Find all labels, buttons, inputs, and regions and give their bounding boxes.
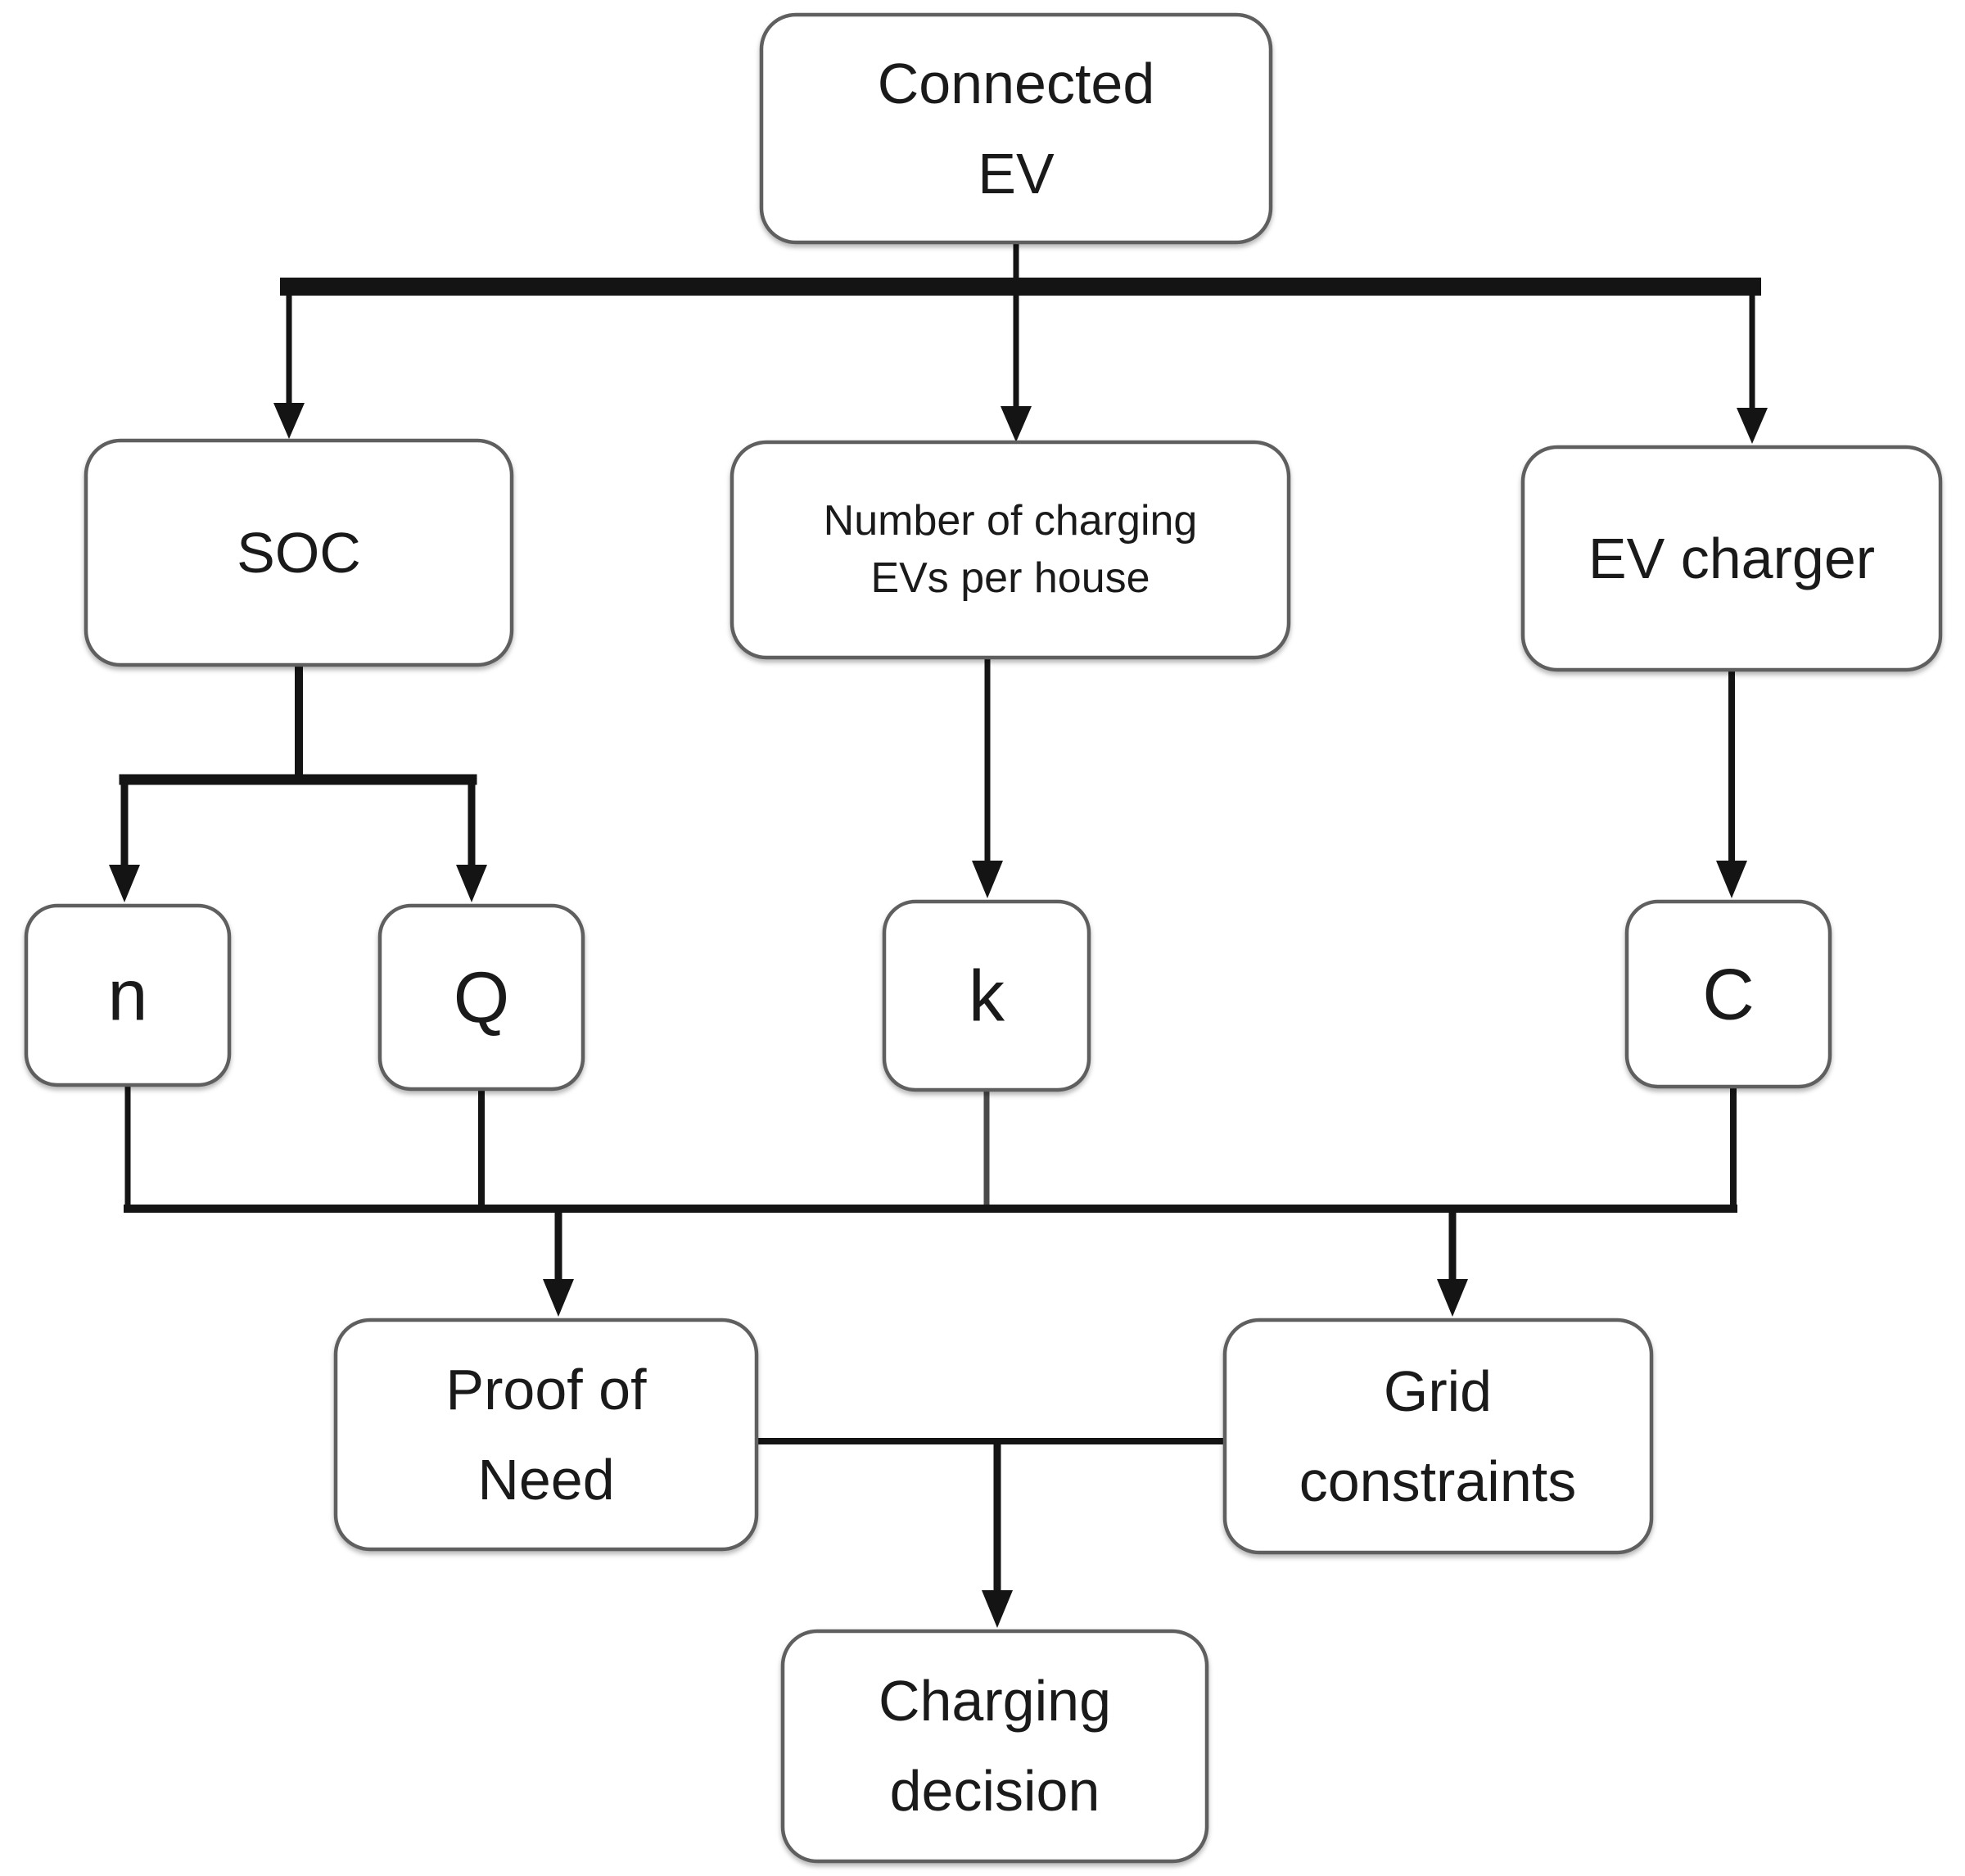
node-num-charging-evs-label-line1: Number of charging (824, 497, 1198, 545)
node-grid-constraints-label-line2: constraints (1299, 1449, 1576, 1513)
node-soc-label: SOC (237, 521, 361, 585)
node-ev-charger: EV charger (1520, 445, 1943, 672)
node-proof-of-need: Proof of Need (333, 1318, 759, 1552)
node-q-box (377, 903, 585, 1092)
node-num-charging-evs: Number of charging EVs per house (730, 440, 1291, 660)
arrowhead-into-c (1716, 861, 1747, 898)
arrowhead-into-decision (982, 1590, 1013, 1628)
node-connected-ev: Connected EV (759, 12, 1273, 245)
node-ev-charger-label: EV charger (1588, 527, 1875, 590)
node-connected-ev-label-line1: Connected (878, 52, 1155, 115)
node-connected-ev-box (759, 12, 1273, 245)
node-q: Q (377, 903, 585, 1092)
node-grid-constraints-box (1222, 1318, 1654, 1555)
node-charging-decision-label-line2: decision (890, 1759, 1100, 1823)
node-grid-constraints: Grid constraints (1222, 1318, 1654, 1555)
arrowhead-into-numevs (1001, 406, 1032, 442)
node-n-box (24, 903, 232, 1087)
node-n-label: n (108, 955, 148, 1036)
arrowhead-into-soc (273, 403, 305, 439)
node-q-label: Q (454, 957, 509, 1038)
node-k-box (882, 899, 1091, 1092)
node-k-label: k (969, 956, 1005, 1037)
node-proof-of-need-box (333, 1318, 759, 1552)
node-num-charging-evs-label-line2: EVs per house (870, 554, 1150, 602)
arrowhead-into-evcharger (1737, 408, 1768, 444)
arrowhead-into-q (456, 865, 487, 902)
node-connected-ev-label-line2: EV (978, 142, 1055, 206)
arrowhead-into-grid (1437, 1279, 1468, 1317)
node-charging-decision: Charging decision (780, 1629, 1209, 1864)
node-soc-box (84, 438, 514, 667)
node-charging-decision-label-line1: Charging (879, 1669, 1111, 1733)
node-k: k (882, 899, 1091, 1092)
arrowhead-into-k (972, 861, 1003, 898)
node-proof-of-need-label-line2: Need (477, 1448, 614, 1512)
arrowhead-into-proof (543, 1279, 574, 1317)
node-proof-of-need-label-line1: Proof of (445, 1358, 647, 1422)
node-n: n (24, 903, 232, 1087)
arrowhead-into-n (109, 865, 140, 902)
node-c-box (1624, 899, 1832, 1089)
node-c-label: C (1702, 954, 1755, 1035)
node-c: C (1624, 899, 1832, 1089)
node-charging-decision-box (780, 1629, 1209, 1864)
node-soc: SOC (84, 438, 514, 667)
node-grid-constraints-label-line1: Grid (1384, 1359, 1492, 1423)
node-ev-charger-box (1520, 445, 1943, 672)
node-num-charging-evs-box (730, 440, 1291, 660)
